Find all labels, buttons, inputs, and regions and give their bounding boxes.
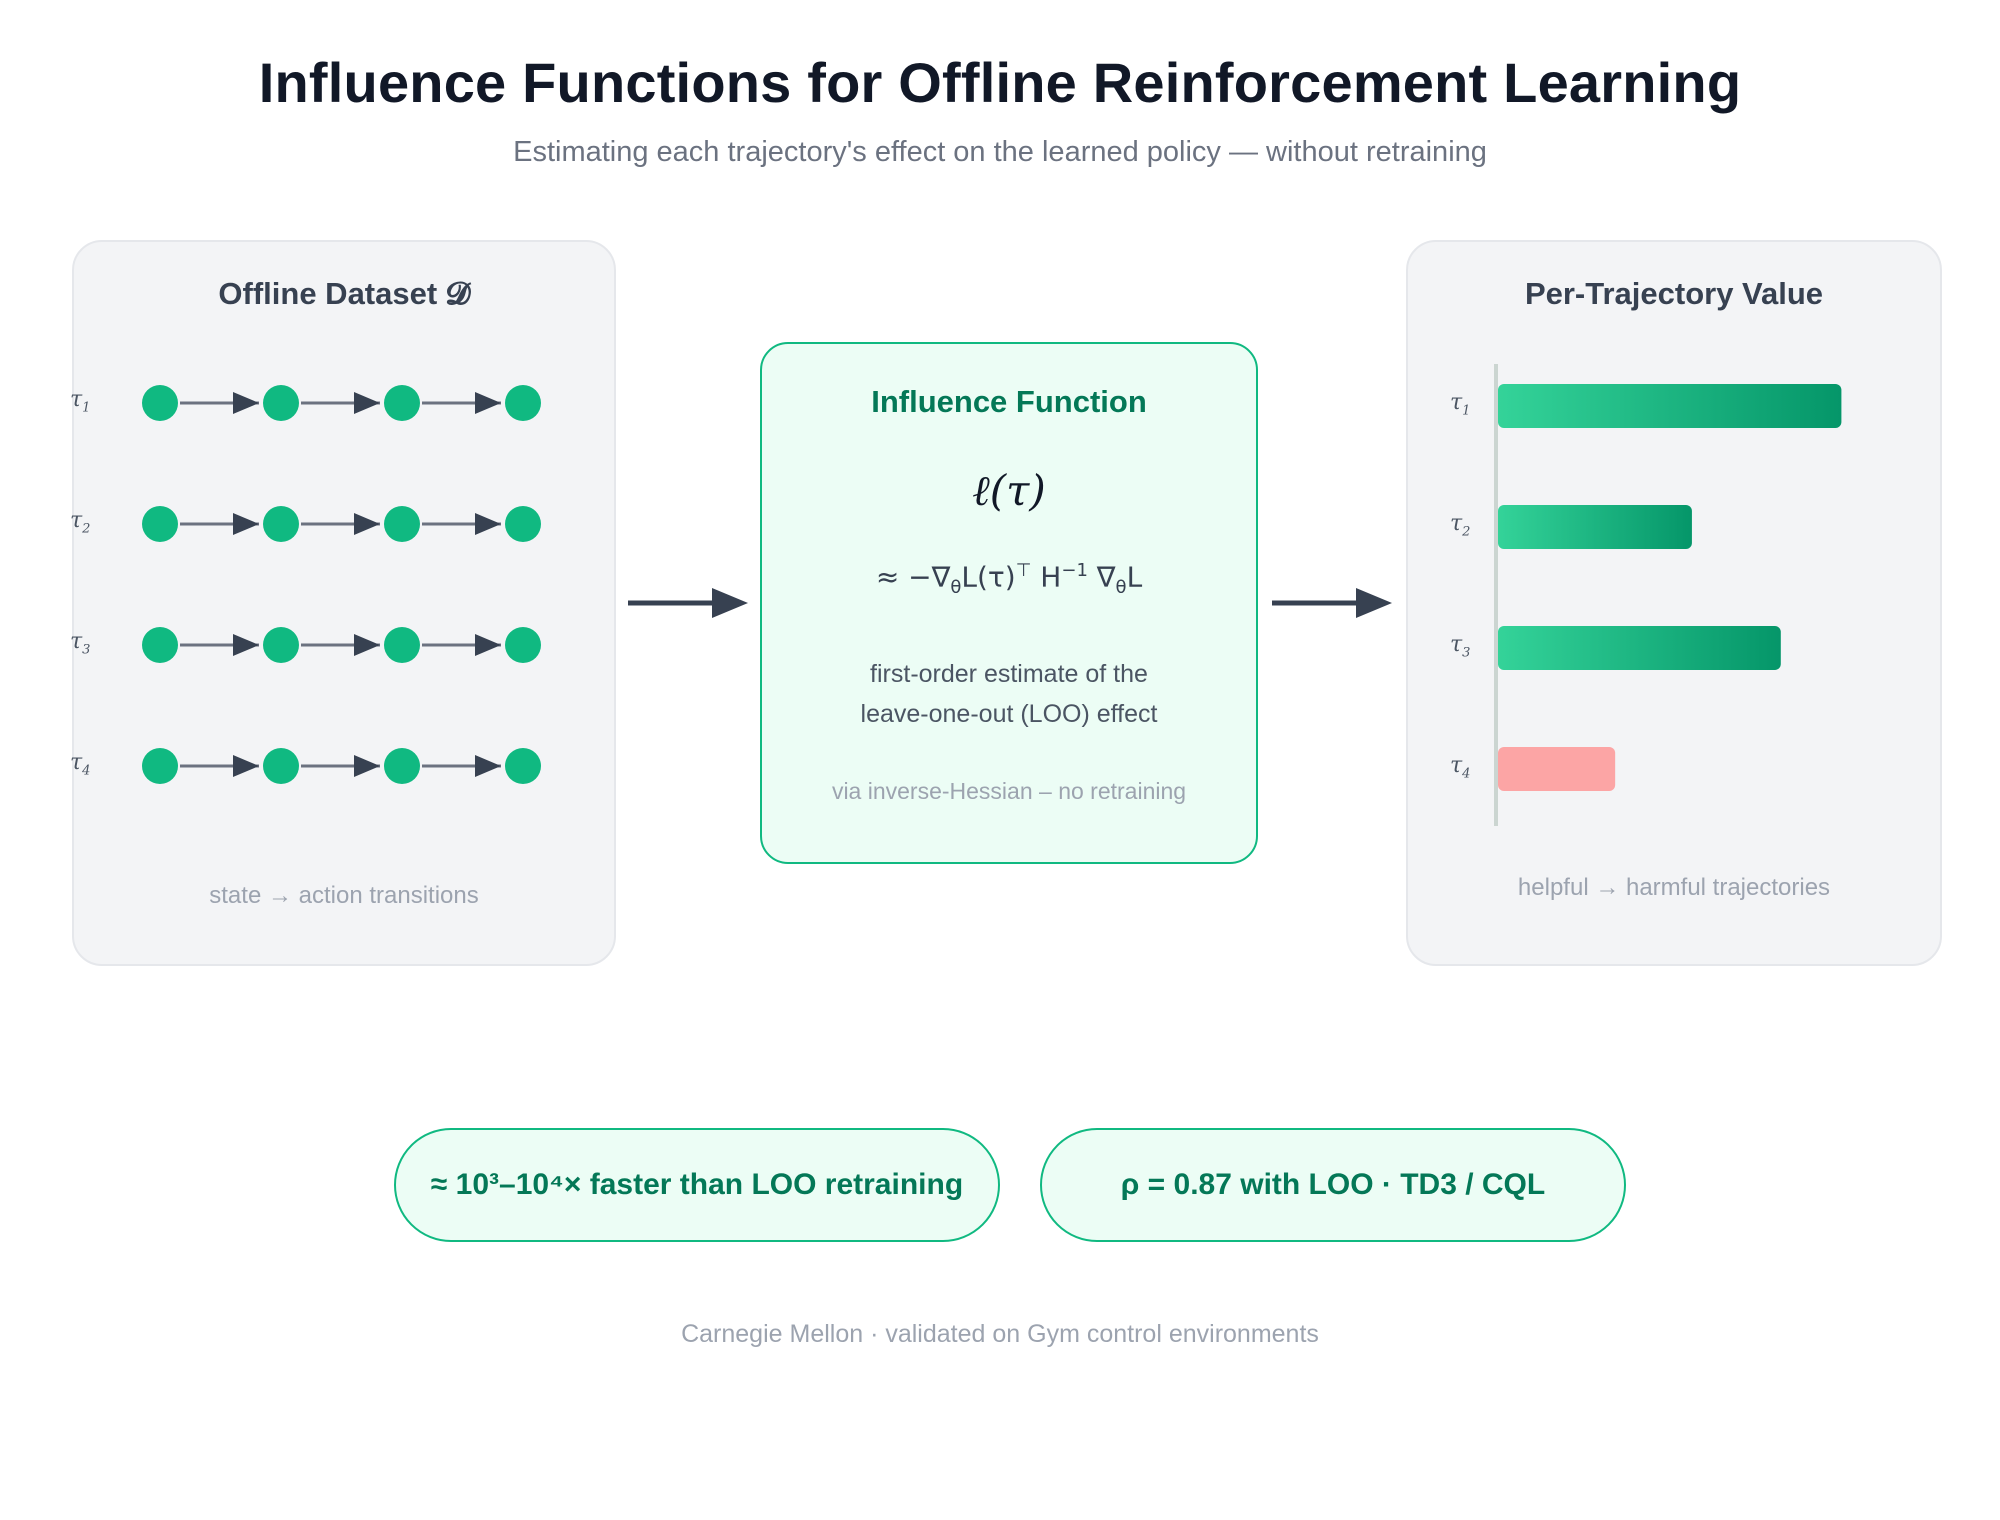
trajectory-label-4: τ4 (70, 750, 90, 778)
formula-loss: L (1126, 560, 1143, 594)
bar-symbol: τ (1450, 390, 1463, 415)
state-node (384, 627, 420, 663)
transition-arrowhead (354, 513, 380, 535)
trajectory-1 (142, 385, 541, 421)
flow-arrow-left (628, 588, 748, 618)
formula-approx: ≈ −∇ (875, 560, 951, 594)
transition-arrowhead (475, 755, 501, 777)
page-title: Influence Functions for Offline Reinforc… (258, 51, 1742, 114)
transition-arrowhead (233, 634, 259, 656)
influence-description-line-1: first-order estimate of the (870, 660, 1148, 688)
value-bar-label-4: τ4 (1450, 753, 1470, 781)
trajectory-label-1: τ1 (70, 387, 90, 415)
flow-arrow-right (1272, 588, 1392, 618)
formula-hessian: H (1031, 560, 1062, 594)
trajectory-index: 4 (82, 763, 91, 779)
state-node (142, 385, 178, 421)
influence-formula: ≈ −∇θL(τ)⊤ H−1 ∇θL (762, 560, 1256, 598)
transition-arrowhead (354, 392, 380, 414)
trajectory-3 (142, 627, 541, 663)
flow-arrow-right-head (1356, 588, 1392, 618)
trajectory-symbol: τ (70, 387, 83, 412)
trajectory-symbol: τ (70, 508, 83, 533)
state-node (505, 627, 541, 663)
state-node (263, 506, 299, 542)
value-bar-label-3: τ3 (1450, 632, 1470, 660)
formula-sub-theta-1: θ (950, 576, 962, 598)
formula-inverse: −1 (1061, 560, 1088, 581)
bar-index: 1 (1462, 403, 1471, 419)
trajectory-index: 2 (82, 521, 91, 537)
influence-function-box: Influence Function ℓ(τ) ≈ −∇θL(τ)⊤ H−1 ∇… (760, 342, 1258, 864)
influence-note: via inverse-Hessian – no retraining (831, 778, 1187, 804)
trajectory-index: 1 (82, 400, 91, 416)
dataset-caption: state → action transitions (209, 882, 479, 909)
bar-symbol: τ (1450, 632, 1463, 657)
state-node (142, 627, 178, 663)
state-node (263, 748, 299, 784)
transition-arrowhead (475, 513, 501, 535)
transition-arrowhead (354, 634, 380, 656)
state-node (505, 385, 541, 421)
transition-arrowhead (475, 634, 501, 656)
value-caption: helpful → harmful trajectories (1517, 874, 1831, 901)
formula-transpose: ⊤ (1015, 560, 1032, 581)
trajectory-label-3: τ3 (70, 629, 90, 657)
state-node (142, 748, 178, 784)
formula-loss-tau: L(τ) (961, 560, 1016, 594)
trajectory-symbol: τ (70, 750, 83, 775)
bar-symbol: τ (1450, 753, 1463, 778)
state-node (384, 385, 420, 421)
value-bar-2 (1498, 505, 1692, 549)
influence-symbol: ℓ(τ) (972, 466, 1046, 515)
influence-description-line-2: leave-one-out (LOO) effect (860, 700, 1158, 728)
correlation-pill: ρ = 0.87 with LOO · TD3 / CQL (1040, 1128, 1626, 1242)
transition-arrowhead (475, 392, 501, 414)
bar-index: 2 (1462, 524, 1471, 540)
transition-arrowhead (233, 392, 259, 414)
value-bar-label-1: τ1 (1450, 390, 1470, 418)
footer-note: Carnegie Mellon · validated on Gym contr… (681, 1320, 1319, 1348)
transition-arrowhead (233, 513, 259, 535)
flow-arrow-left-head (712, 588, 748, 618)
value-bar-3 (1498, 626, 1781, 670)
value-bar-4 (1498, 747, 1616, 791)
state-node (263, 627, 299, 663)
value-bar-label-2: τ2 (1450, 511, 1470, 539)
trajectory-index: 3 (82, 642, 91, 658)
state-node (505, 506, 541, 542)
influence-title: Influence Function (871, 384, 1147, 419)
speedup-pill: ≈ 10³–10⁴× faster than LOO retraining (394, 1128, 1000, 1242)
value-bar-1 (1498, 384, 1842, 428)
transition-arrowhead (354, 755, 380, 777)
state-node (384, 506, 420, 542)
trajectory-symbol: τ (70, 629, 83, 654)
dataset-panel: Offline Dataset 𝓓 state → action transit… (72, 240, 616, 966)
dataset-panel-title: Offline Dataset 𝓓 (218, 276, 470, 311)
state-node (142, 506, 178, 542)
state-node (263, 385, 299, 421)
state-node (384, 748, 420, 784)
bar-symbol: τ (1450, 511, 1463, 536)
trajectory-4 (142, 748, 541, 784)
trajectory-label-2: τ2 (70, 508, 90, 536)
value-panel-title: Per-Trajectory Value (1524, 276, 1824, 311)
transition-arrowhead (233, 755, 259, 777)
formula-grad: ∇ (1087, 560, 1116, 594)
bar-index: 4 (1462, 766, 1471, 782)
state-node (505, 748, 541, 784)
page-subtitle: Estimating each trajectory's effect on t… (513, 136, 1487, 168)
trajectory-2 (142, 506, 541, 542)
formula-sub-theta-2: θ (1115, 576, 1127, 598)
bar-index: 3 (1462, 645, 1471, 661)
